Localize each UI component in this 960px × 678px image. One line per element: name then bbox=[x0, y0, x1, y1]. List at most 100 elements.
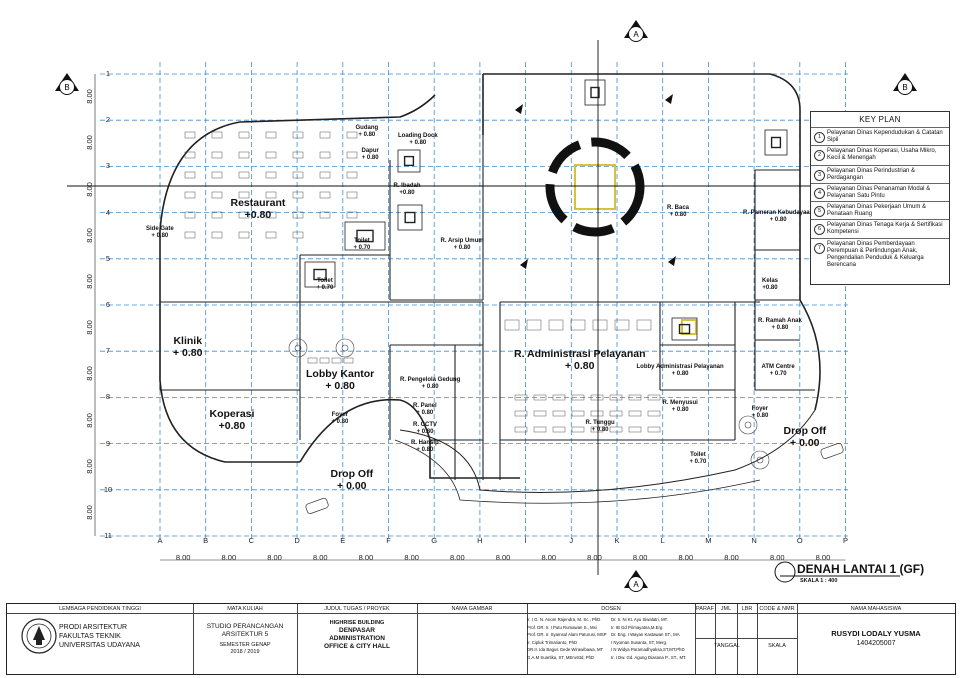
restaurant-table bbox=[265, 131, 277, 139]
grid-spacing-label: 8.00 bbox=[84, 366, 94, 382]
sheet-title: DENAH LANTAI 1 (GF) bbox=[797, 562, 925, 576]
grid-row-label: 5 bbox=[105, 253, 111, 263]
student-header: NAMA MAHASISWA bbox=[850, 606, 902, 612]
room-name: Gudang bbox=[355, 125, 379, 131]
atrium-marker bbox=[520, 259, 528, 269]
atrium-marker bbox=[665, 94, 673, 104]
key-plan-label: Pelayanan Dinas Kependudukan & Catatan S… bbox=[827, 130, 943, 143]
grid-column-label: M bbox=[705, 536, 712, 545]
grid-spacing-label: 8.00 bbox=[769, 553, 785, 562]
room-level: +0.80 bbox=[218, 420, 246, 432]
room-level: + 0.80 bbox=[151, 233, 169, 239]
room-name: ATM Centre bbox=[761, 364, 795, 370]
room-name: R. Hansip bbox=[411, 440, 439, 446]
service-counter bbox=[504, 319, 520, 331]
title-block-divider bbox=[7, 613, 955, 614]
room-name: Lobby Administrasi Pelayanan bbox=[636, 364, 724, 370]
room-level: + 0.80 bbox=[325, 380, 355, 392]
student-id: 1404205007 bbox=[856, 640, 896, 647]
divider bbox=[695, 604, 696, 674]
waiting-bench bbox=[647, 410, 661, 417]
course-line: ARSITEKTUR 5 bbox=[221, 631, 269, 638]
lecturer-name: I Nyoman Susanta, ST, Merg. bbox=[611, 639, 668, 645]
restaurant-table bbox=[238, 191, 250, 199]
waiting-bench bbox=[628, 394, 642, 401]
room-name: Lobby Kantor bbox=[306, 368, 375, 380]
code-header: CODE & NMR bbox=[759, 606, 795, 612]
drawing-header: NAMA GAMBAR bbox=[451, 606, 493, 612]
restaurant-table bbox=[319, 191, 331, 199]
room-label: R. Panel+ 0.80 bbox=[413, 403, 437, 417]
grid-spacing-label: 8.00 bbox=[632, 553, 648, 562]
restaurant-table bbox=[319, 211, 331, 219]
section-marker: B bbox=[55, 73, 79, 95]
room-level: + 0.00 bbox=[790, 437, 820, 449]
restaurant-table bbox=[211, 171, 223, 179]
waiting-bench bbox=[571, 394, 585, 401]
restaurant-table bbox=[319, 171, 331, 179]
room-label: R. Arsip Umum+ 0.80 bbox=[441, 238, 484, 252]
divider bbox=[193, 604, 194, 674]
room-level: + 0.80 bbox=[565, 360, 595, 372]
grid-spacing-label: 8.00 bbox=[495, 553, 511, 562]
grid-spacing-label: 8.00 bbox=[815, 553, 831, 562]
lecturer-name: Ir. Cipluk Trimarianto, PhD bbox=[527, 639, 578, 645]
grid-spacing-label: 8.00 bbox=[404, 553, 419, 562]
room-level: + 0.80 bbox=[416, 429, 434, 435]
grid-spacing-label: 8.00 bbox=[221, 553, 237, 562]
grid-spacing-label: 8.00 bbox=[84, 89, 94, 104]
key-plan-number: 4 bbox=[814, 188, 825, 199]
course-header: MATA KULIAH bbox=[227, 606, 263, 612]
section-marker: B bbox=[893, 73, 917, 95]
restaurant-table bbox=[184, 211, 196, 219]
project-line: DENPASAR bbox=[339, 627, 375, 634]
room-name: Side Gate bbox=[146, 226, 174, 232]
room-label: R. Baca+ 0.80 bbox=[667, 205, 689, 219]
restaurant-table bbox=[211, 151, 223, 159]
planter bbox=[335, 338, 355, 358]
grid-column-label: E bbox=[340, 536, 346, 545]
waiting-bench bbox=[571, 426, 585, 433]
room-label: R. Menyusui+ 0.80 bbox=[663, 400, 698, 414]
atrium-marker bbox=[668, 256, 676, 266]
key-plan-label: Pelayanan Dinas Perindustrian & Perdagan… bbox=[827, 168, 916, 181]
service-counter bbox=[570, 319, 586, 331]
grid-column-label: K bbox=[614, 536, 620, 545]
grid-column-label: I bbox=[524, 536, 527, 545]
restaurant-table bbox=[238, 231, 250, 239]
room-level: +0.80 bbox=[244, 209, 272, 221]
restaurant-table bbox=[346, 151, 358, 159]
north-marker bbox=[774, 561, 796, 583]
grid-spacing-label: 8.00 bbox=[724, 553, 739, 562]
room-name: R. Tunggu bbox=[585, 420, 615, 426]
grid-spacing-label: 8.00 bbox=[84, 135, 94, 151]
room-label: Toilet+ 0.70 bbox=[317, 278, 334, 292]
grid-column-label: A bbox=[157, 536, 163, 545]
grid-column-label: H bbox=[477, 536, 483, 545]
grid-row-label: 1 bbox=[105, 69, 111, 78]
divider bbox=[757, 604, 758, 674]
room-level: + 0.80 bbox=[669, 212, 687, 218]
institution-line: PRODI ARSITEKTUR bbox=[59, 624, 128, 631]
waiting-bench bbox=[590, 426, 604, 433]
project-line: ADMINISTRATION bbox=[329, 635, 385, 642]
grid-row-label: 8 bbox=[105, 392, 111, 402]
room-label: R. Ramah Anak+ 0.80 bbox=[758, 318, 802, 332]
waiting-bench bbox=[533, 426, 547, 433]
grid-column-label: L bbox=[660, 536, 665, 545]
restaurant-table bbox=[265, 211, 277, 219]
jml-header: JML bbox=[720, 606, 732, 612]
room-name: Toilet bbox=[690, 452, 706, 458]
course-line: STUDIO PERANCANGAN bbox=[206, 623, 284, 630]
tanggal-label: TANGGAL bbox=[714, 643, 740, 649]
room-name: Drop Off bbox=[330, 468, 374, 480]
grid-row-label: 10 bbox=[103, 484, 113, 494]
room-label: Drop Off+ 0.00 bbox=[331, 468, 374, 492]
room-level: +0.80 bbox=[399, 190, 415, 196]
room-name: Toilet bbox=[317, 278, 333, 284]
drop-off-curve bbox=[399, 409, 816, 493]
